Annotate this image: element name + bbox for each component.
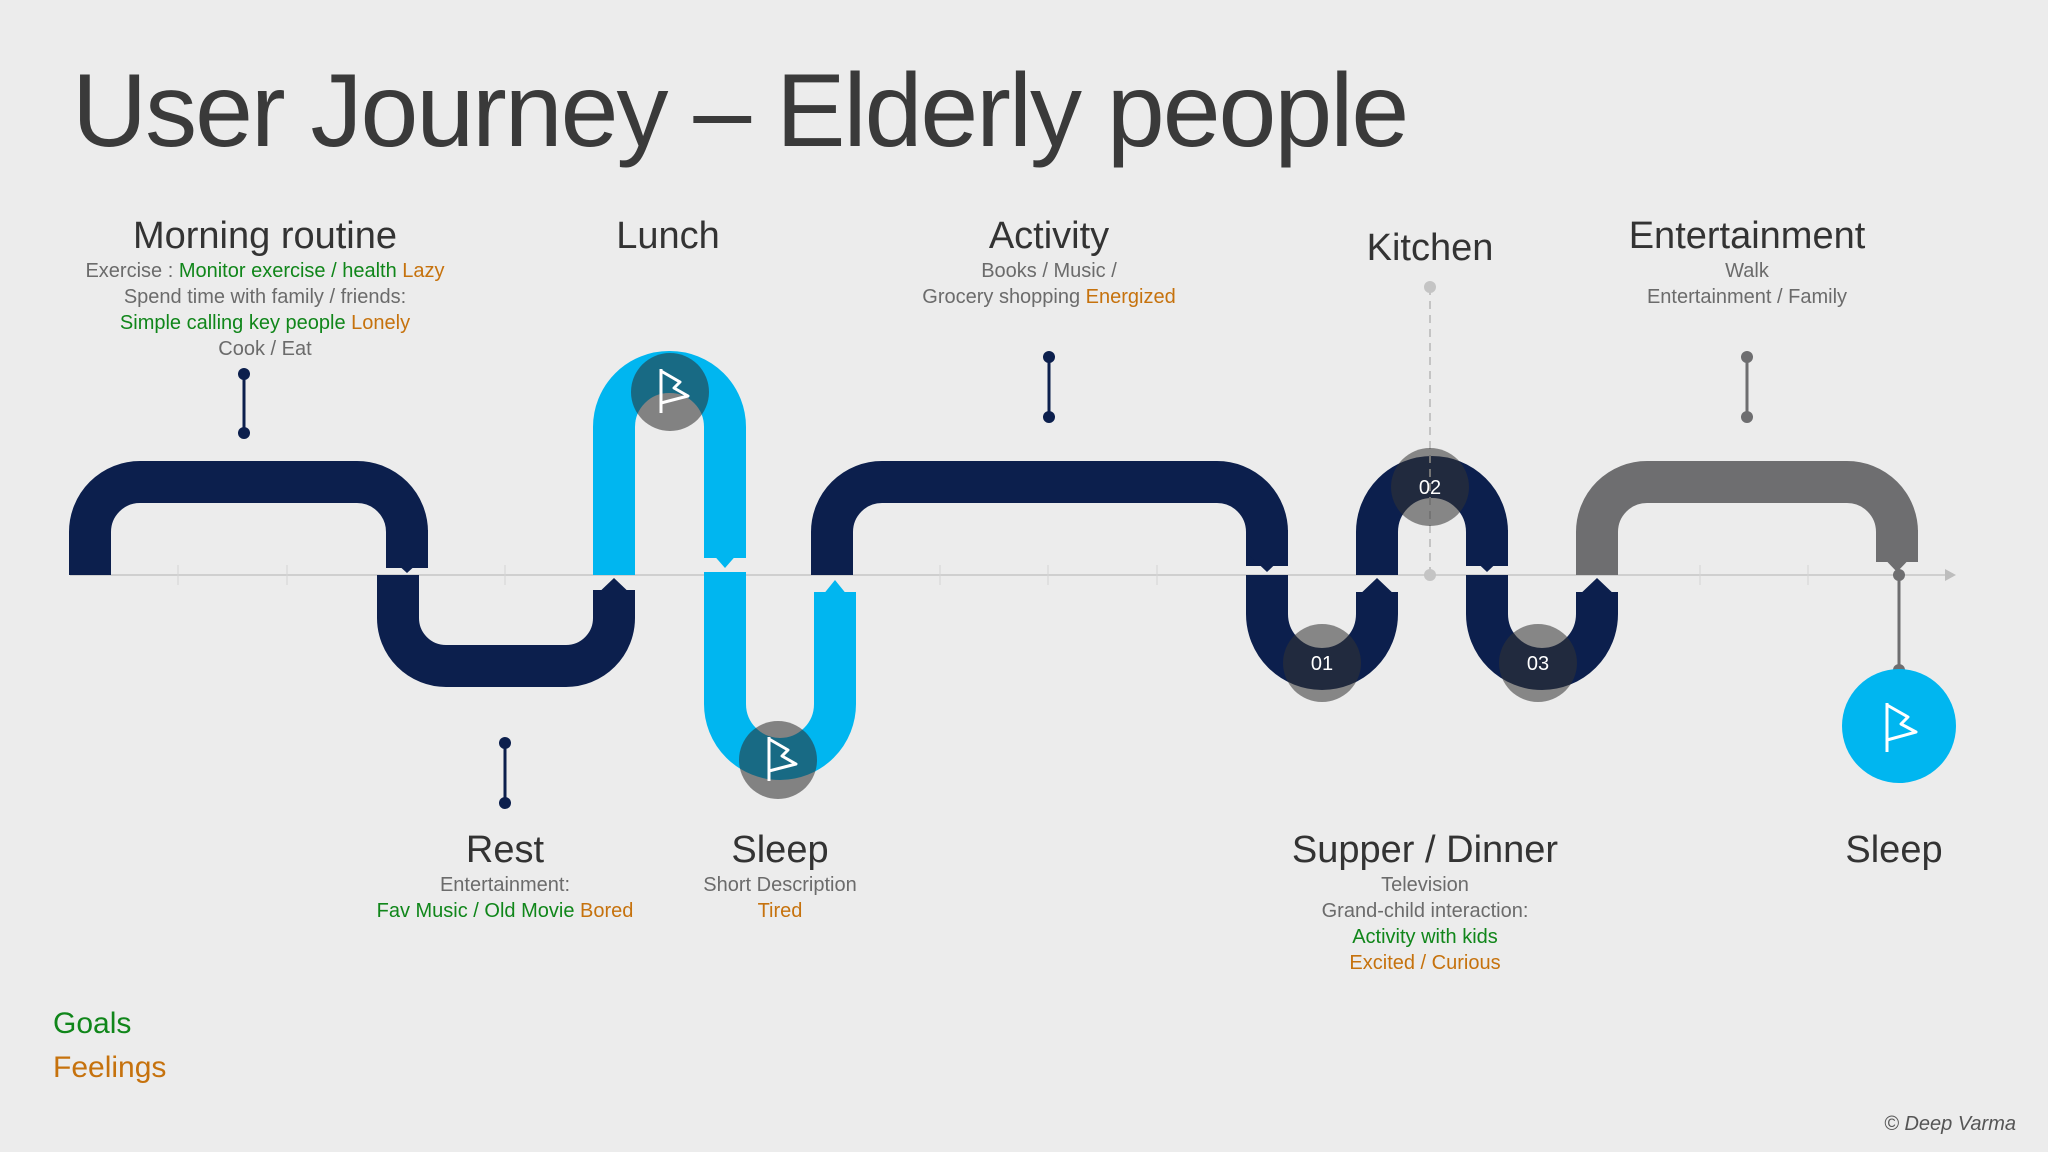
stage-sleep-final: Sleep	[1845, 828, 1942, 872]
path-segment-rest	[377, 575, 635, 687]
feeling-text: Lazy	[402, 260, 445, 282]
pin-sleep-end	[1893, 569, 1905, 676]
goal-text: Activity with kids	[1352, 926, 1498, 948]
pin-entertainment	[1741, 351, 1753, 423]
stage-rest: Rest Entertainment: Fav Music / Old Movi…	[376, 829, 634, 922]
feeling-text: Lonely	[351, 312, 411, 334]
stage-morning-routine: Morning routine Exercise : Monitor exerc…	[85, 215, 445, 360]
path-segment-activity	[811, 461, 1288, 575]
stage-activity: Activity Books / Music / Grocery shoppin…	[922, 215, 1176, 308]
legend-goals: Goals	[53, 1007, 132, 1040]
stage-title: Morning routine	[132, 215, 398, 257]
svg-text:03: 03	[1527, 653, 1549, 675]
pin-rest	[499, 737, 511, 809]
step-marker-02: 02	[1391, 448, 1469, 526]
flag-marker-final	[1842, 669, 1956, 783]
svg-text:02: 02	[1419, 477, 1441, 499]
stage-title: Sleep	[731, 829, 829, 871]
flag-marker-lunch	[631, 353, 709, 431]
goal-text: Fav Music / Old Movie	[376, 900, 575, 922]
pin-morning	[238, 368, 250, 439]
feeling-text: Bored	[580, 900, 634, 922]
kitchen-guide-bottom-dot	[1424, 569, 1436, 581]
stage-title: Kitchen	[1366, 227, 1494, 269]
svg-text:01: 01	[1311, 653, 1333, 675]
feeling-text: Energized	[1085, 286, 1176, 308]
pin-activity	[1043, 351, 1055, 423]
feeling-text: Tired	[757, 900, 803, 922]
flag-icon	[1885, 703, 1918, 752]
stage-entertainment: Entertainment Walk Entertainment / Famil…	[1628, 215, 1866, 308]
path-segment-entertainment	[1576, 461, 1918, 575]
page-title: User Journey – Elderly people	[72, 53, 1409, 169]
goal-text: Monitor exercise / health	[178, 260, 397, 282]
flag-icon	[659, 369, 690, 413]
stage-title: Activity	[988, 215, 1110, 257]
timeline-arrow	[1945, 569, 1956, 581]
stage-title: Sleep	[1845, 829, 1943, 871]
stage-title: Supper / Dinner	[1291, 829, 1559, 871]
flag-icon	[767, 737, 798, 781]
stage-title: Rest	[465, 829, 545, 871]
stage-sleep: Sleep Short Description Tired	[703, 829, 857, 922]
copyright: © Deep Varma	[1884, 1113, 2016, 1135]
kitchen-guide-top-dot	[1424, 281, 1436, 293]
stage-kitchen: Kitchen	[1367, 226, 1494, 270]
stage-title: Entertainment	[1628, 215, 1866, 257]
timeline-ticks	[177, 565, 1809, 585]
step-marker-03: 03	[1499, 624, 1577, 702]
feeling-text: Excited / Curious	[1349, 952, 1501, 974]
legend-feelings: Feelings	[53, 1051, 167, 1084]
goal-text: Simple calling key people	[119, 312, 346, 334]
step-marker-01: 01	[1283, 624, 1361, 702]
flag-marker-sleep	[739, 721, 817, 799]
path-segment-morning	[69, 461, 428, 575]
stage-supper-dinner: Supper / Dinner Television Grand-child i…	[1291, 829, 1559, 974]
stage-title: Lunch	[616, 215, 720, 257]
stage-lunch: Lunch	[616, 214, 720, 258]
